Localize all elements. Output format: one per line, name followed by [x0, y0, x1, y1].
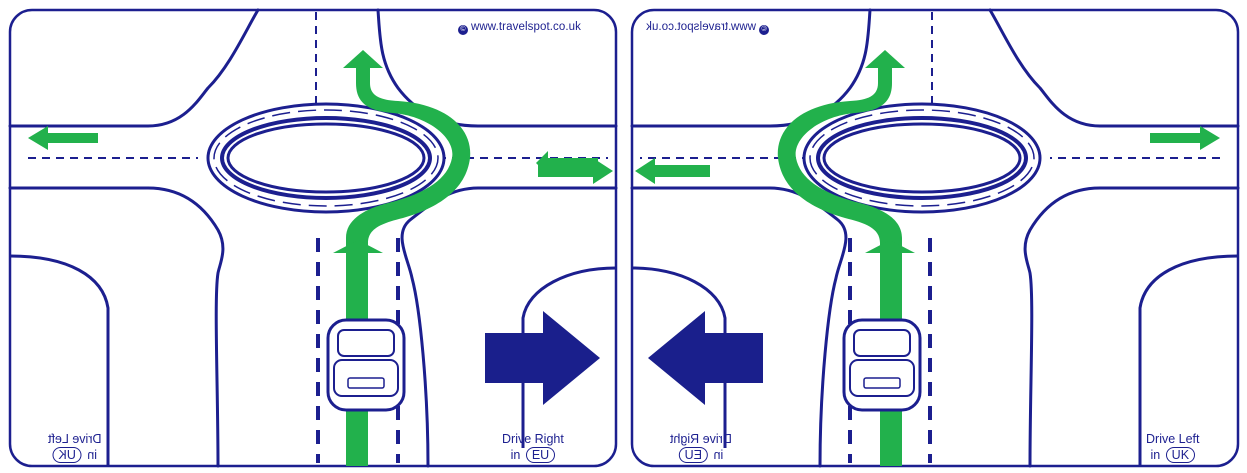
copyright-text: ©www.travelspot.co.uk — [646, 21, 770, 35]
copyright-icon: © — [458, 25, 468, 35]
route-arrow-up — [865, 240, 915, 253]
copyright-url: www.travelspot.co.uk — [646, 21, 757, 33]
route-arrow-right — [538, 158, 613, 184]
lane-markings-bottom — [316, 238, 400, 463]
arrow-right-icon — [485, 311, 600, 405]
caption-in: in — [1150, 448, 1161, 462]
card-border — [8, 8, 618, 468]
caption-in: in — [510, 448, 521, 462]
caption-mirrored-eu: Drive Right in EU — [670, 431, 732, 463]
caption-drive-left-uk: Drive Left in UK — [1146, 431, 1200, 463]
roundabout — [206, 102, 446, 214]
copyright-text: ©www.travelspot.co.uk — [458, 21, 581, 35]
car-icon — [326, 318, 406, 412]
corner-caption-badge: EU — [678, 447, 708, 463]
card-border — [630, 8, 1240, 468]
route-arrow-up — [333, 240, 383, 253]
corner-caption-main: Drive Left — [48, 432, 102, 446]
copyright-url: www.travelspot.co.uk — [471, 21, 582, 33]
roundabout-diagram-uk — [630, 8, 1240, 468]
kerb-left — [1138, 254, 1239, 466]
roundabout — [802, 102, 1042, 214]
lane-markings-bottom — [848, 238, 932, 463]
corner-caption-badge: UK — [52, 447, 82, 463]
corner-caption-in: in — [87, 448, 98, 462]
corner-caption-in: in — [713, 448, 724, 462]
corner-caption-main: Drive Right — [670, 432, 732, 446]
caption-badge: EU — [525, 447, 556, 463]
caption-main: Drive Left — [1146, 432, 1200, 446]
route-path — [777, 50, 1220, 466]
copyright-icon: © — [759, 25, 770, 35]
panel-uk: ©www.travelspot.co.uk Drive Left in UK D… — [630, 8, 1240, 468]
caption-drive-right-eu: Drive Right in EU — [502, 431, 564, 463]
kerb-left — [9, 254, 110, 466]
roundabout-diagram-eu — [8, 8, 618, 468]
route-arrow-exit — [865, 50, 905, 68]
arrow-left-icon — [648, 311, 763, 405]
caption-mirrored-uk: Drive Left in UK — [48, 431, 102, 463]
caption-main: Drive Right — [502, 432, 564, 446]
route-arrow-right — [635, 158, 710, 184]
route-path — [28, 50, 598, 466]
panel-eu: ©www.travelspot.co.uk Drive Right in EU … — [8, 8, 618, 468]
kerb-right — [521, 266, 617, 448]
caption-badge: UK — [1165, 447, 1196, 463]
kerb-right — [631, 266, 727, 448]
car-icon — [842, 318, 922, 412]
route-arrow-exit — [343, 50, 383, 68]
